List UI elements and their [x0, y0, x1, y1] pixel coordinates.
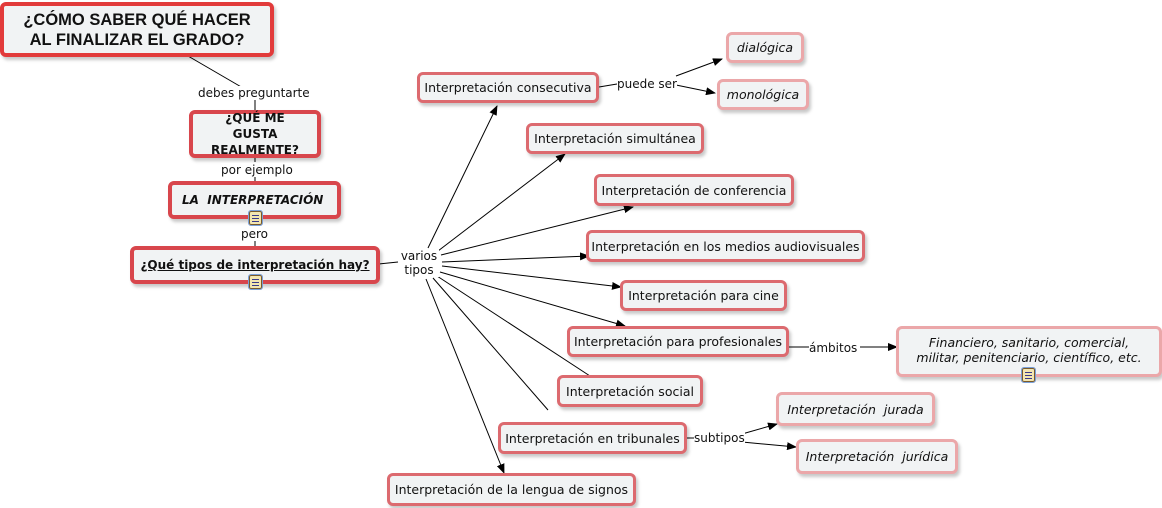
- jurada-node[interactable]: Interpretación jurada: [776, 392, 935, 426]
- monologica-text: monológica: [726, 87, 800, 102]
- cine-node[interactable]: Interpretación para cine: [620, 280, 787, 311]
- monologica-node[interactable]: monológica: [717, 79, 809, 110]
- label-subtipos: subtipos: [694, 431, 745, 445]
- signos-text: Interpretación de la lengua de signos: [394, 482, 629, 497]
- medios-node[interactable]: Interpretación en los medios audiovisual…: [586, 230, 865, 262]
- ambitos-list-text: Financiero, sanitario, comercial, milita…: [916, 335, 1142, 365]
- link-subtipos-jurada: [741, 422, 778, 435]
- note-icon[interactable]: [248, 210, 263, 226]
- link-puede-dialogica: [675, 58, 723, 77]
- link-to-simultanea: [437, 153, 566, 252]
- que-me-gusta-text: ¿QUÉ ME GUSTA REALMENTE?: [211, 111, 299, 157]
- label-debes-preguntarte: debes preguntarte: [198, 86, 310, 100]
- la-interpretacion-node[interactable]: LA INTERPRETACIÓN: [168, 181, 341, 219]
- conferencia-node[interactable]: Interpretación de conferencia: [594, 174, 794, 206]
- link-tipos-varios: [378, 261, 399, 265]
- label-ambitos: ámbitos: [809, 341, 858, 355]
- link-to-profesionales: [439, 271, 626, 328]
- dialogica-node[interactable]: dialógica: [726, 32, 804, 63]
- note-icon[interactable]: [1021, 367, 1036, 383]
- medios-text: Interpretación en los medios audiovisual…: [591, 238, 860, 254]
- conferencia-text: Interpretación de conferencia: [601, 182, 787, 198]
- dialogica-text: dialógica: [736, 40, 794, 55]
- link-to-conferencia: [440, 205, 634, 256]
- la-interpretacion-text: LA INTERPRETACIÓN: [182, 193, 324, 207]
- que-tipos-text: ¿Qué tipos de interpretación hay?: [140, 258, 370, 272]
- social-text: Interpretación social: [566, 383, 694, 399]
- tribunales-text: Interpretación en tribunales: [505, 430, 680, 446]
- link-to-social: [436, 275, 591, 377]
- link-to-medios: [441, 252, 590, 263]
- juridica-node[interactable]: Interpretación jurídica: [796, 439, 958, 474]
- title-text: ¿CÓMO SABER QUÉ HACER AL FINALIZAR EL GR…: [23, 10, 251, 49]
- simultanea-node[interactable]: Interpretación simultánea: [526, 123, 704, 154]
- social-node[interactable]: Interpretación social: [557, 375, 703, 407]
- link-to-tribunales: [432, 277, 549, 411]
- label-varios-tipos: varios tipos: [399, 249, 439, 277]
- label-puede-ser: puede ser: [617, 77, 677, 91]
- label-pero: pero: [241, 227, 269, 241]
- note-icon[interactable]: [248, 274, 263, 290]
- que-me-gusta-node[interactable]: ¿QUÉ ME GUSTA REALMENTE?: [189, 110, 321, 158]
- link-to-consecutiva: [427, 105, 498, 249]
- link-puede-monologica: [675, 84, 716, 96]
- label-por-ejemplo: por ejemplo: [221, 163, 293, 177]
- jurada-text: Interpretación jurada: [787, 401, 924, 417]
- tribunales-node[interactable]: Interpretación en tribunales: [498, 422, 687, 454]
- title-node[interactable]: ¿CÓMO SABER QUÉ HACER AL FINALIZAR EL GR…: [0, 2, 274, 57]
- link-consecutiva-puede: [598, 83, 618, 88]
- juridica-text: Interpretación jurídica: [805, 449, 949, 464]
- consecutiva-node[interactable]: Interpretación consecutiva: [417, 72, 599, 103]
- link-to-cine: [441, 265, 622, 290]
- link-title-debes: [187, 55, 244, 89]
- cine-text: Interpretación para cine: [628, 288, 779, 303]
- signos-node[interactable]: Interpretación de la lengua de signos: [387, 473, 636, 506]
- profesionales-text: Interpretación para profesionales: [573, 334, 783, 349]
- link-to-signos: [425, 278, 505, 474]
- link-subtipos-juridica: [741, 441, 797, 451]
- consecutiva-text: Interpretación consecutiva: [424, 80, 592, 95]
- simultanea-text: Interpretación simultánea: [534, 131, 696, 146]
- profesionales-node[interactable]: Interpretación para profesionales: [567, 326, 789, 357]
